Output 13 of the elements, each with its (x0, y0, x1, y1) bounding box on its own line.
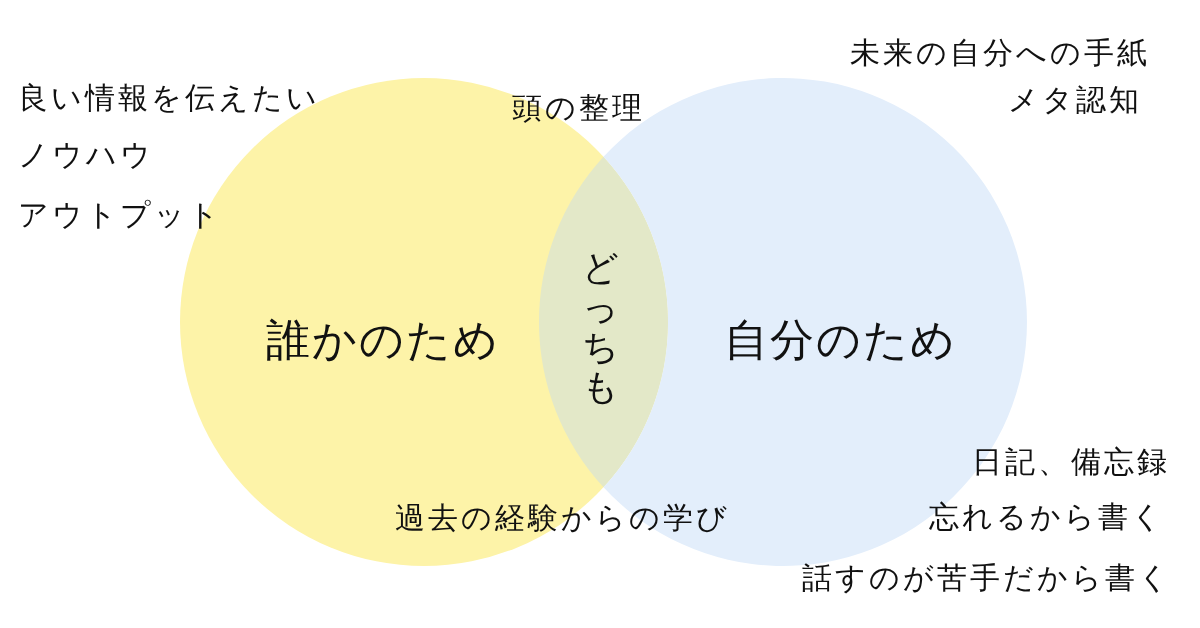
note-text: 頭の整理 (512, 88, 645, 127)
note-text: 日記、備忘録 (972, 442, 1170, 481)
circle-label: 誰かのため (266, 312, 500, 367)
note-text: ノウハウ (18, 135, 154, 174)
note-text: アウトプット (18, 195, 222, 234)
note-text: 未来の自分への手紙 (850, 33, 1150, 72)
note-text: 忘れるから書く (929, 497, 1165, 536)
note-text: どっちも (582, 247, 618, 407)
circle-label: 自分のため (723, 312, 957, 367)
note-text: 話すのが苦手だから書く (802, 558, 1172, 597)
note-text: 良い情報を伝えたい (18, 78, 320, 117)
note-text: 過去の経験からの学び (395, 498, 730, 537)
note-text: メタ認知 (1008, 80, 1142, 119)
